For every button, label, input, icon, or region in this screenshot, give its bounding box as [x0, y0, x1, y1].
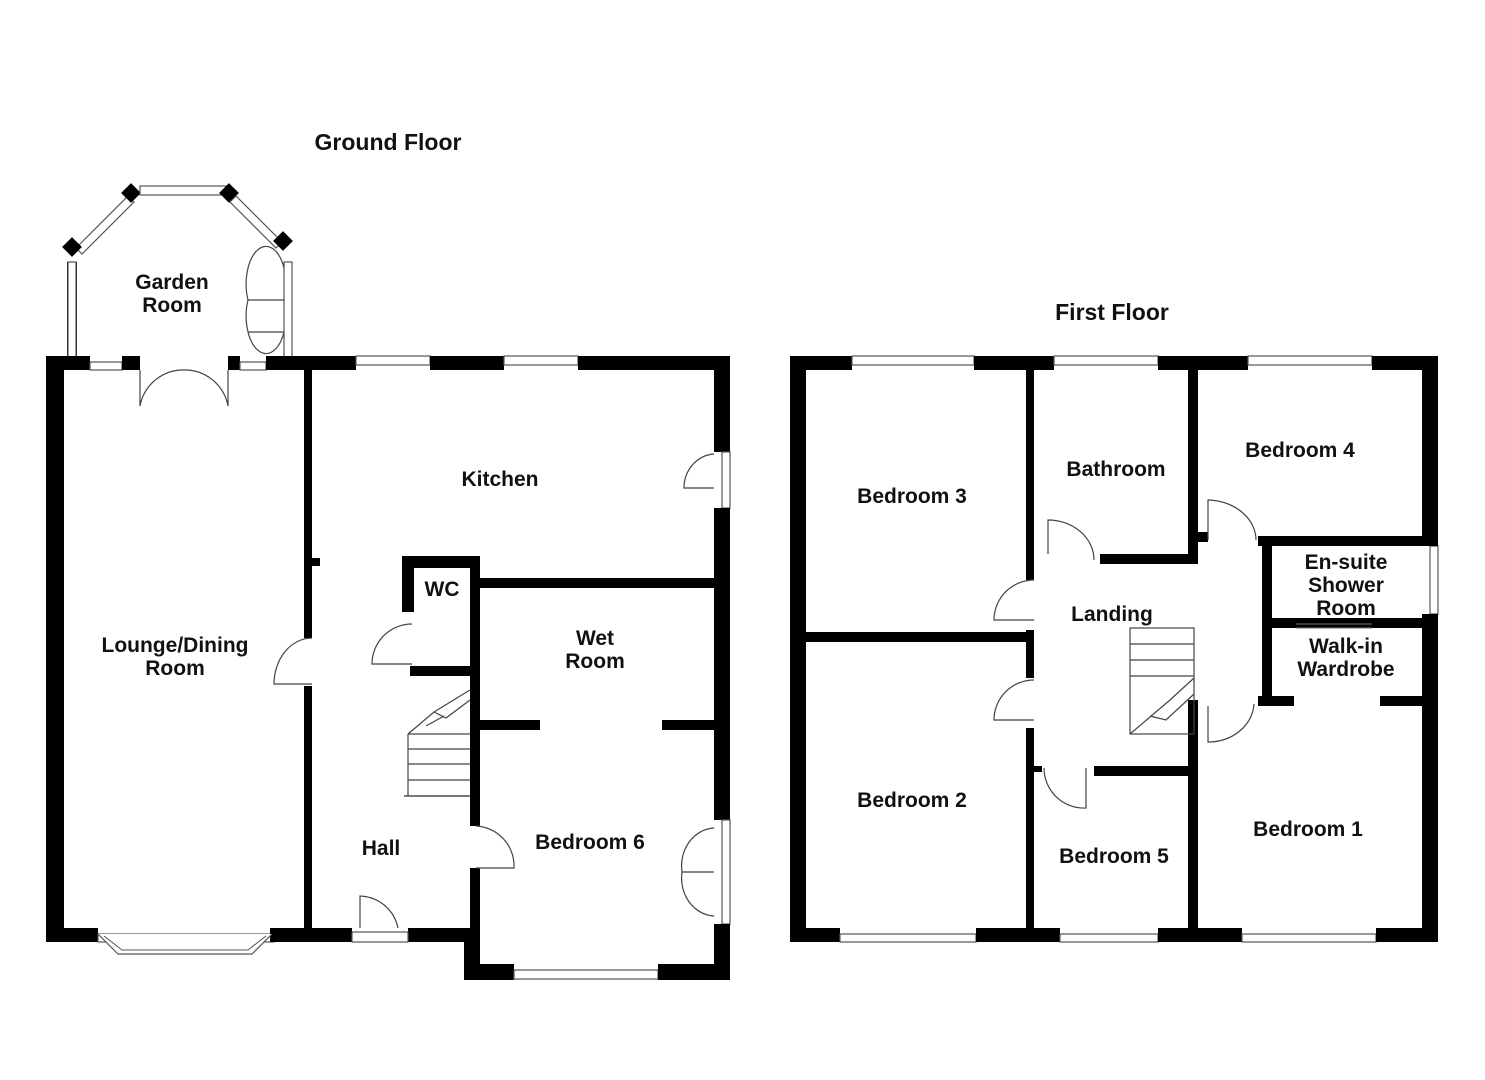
- bedroom4-label: Bedroom 4: [1245, 439, 1355, 462]
- bathroom-label: Bathroom: [1066, 458, 1165, 481]
- bedroom1-label: Bedroom 1: [1253, 818, 1363, 841]
- first-stairs: [1129, 627, 1195, 735]
- walkin-label-2: Wardrobe: [1297, 658, 1394, 681]
- garden-room-label-1: Garden: [135, 271, 209, 294]
- walkin-label-1: Walk-in: [1309, 635, 1383, 658]
- bedroom2-label: Bedroom 2: [857, 789, 967, 812]
- kitchen-label: Kitchen: [461, 468, 538, 491]
- ensuite-label-1: En-suite: [1305, 551, 1388, 574]
- wet-room-label-1: Wet: [576, 627, 614, 650]
- ground-floor: Ground Floor: [46, 129, 731, 980]
- lounge-label-1: Lounge/Dining: [102, 634, 249, 657]
- wet-room-label-2: Room: [565, 650, 625, 673]
- hall-label: Hall: [362, 837, 401, 860]
- landing-label: Landing: [1071, 603, 1153, 626]
- ensuite-label-3: Room: [1316, 597, 1376, 620]
- ground-floor-title: Ground Floor: [315, 129, 462, 155]
- ground-left-wall: [46, 356, 64, 942]
- bedroom3-label: Bedroom 3: [857, 485, 967, 508]
- wc-label: WC: [425, 578, 460, 601]
- garden-room-label-2: Room: [142, 294, 202, 317]
- ground-stairs: [404, 689, 471, 797]
- lounge-label-2: Room: [145, 657, 205, 680]
- bedroom5-label: Bedroom 5: [1059, 845, 1169, 868]
- bedroom6-label: Bedroom 6: [535, 831, 645, 854]
- ensuite-label-2: Shower: [1308, 574, 1384, 597]
- garden-room: [62, 183, 293, 359]
- first-floor-title: First Floor: [1055, 299, 1169, 325]
- first-floor: First Floor: [790, 299, 1439, 943]
